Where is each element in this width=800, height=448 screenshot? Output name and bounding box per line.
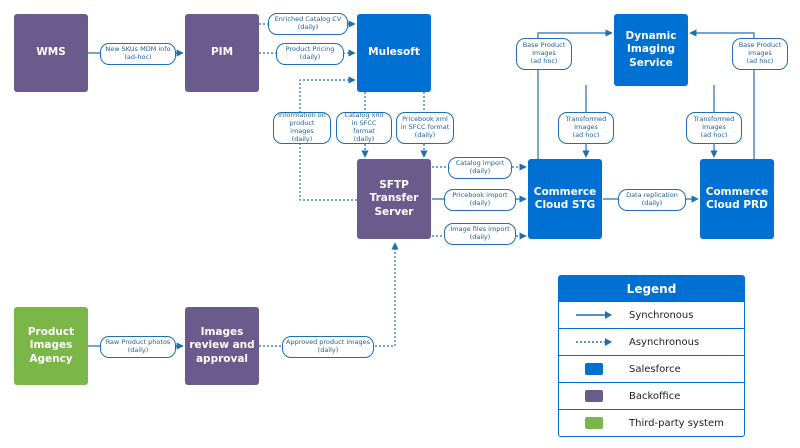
wms-node: WMS: [14, 14, 88, 92]
legend-label: Synchronous: [629, 309, 694, 321]
commerce-cloud-stg-node: Commerce Cloud STG: [528, 159, 602, 239]
label-approved-images: Approved product images (daily): [282, 336, 374, 358]
legend-item-synchronous: Synchronous: [559, 301, 744, 328]
label-pricebook-import: Pricebook import (daily): [444, 189, 516, 211]
images-review-node: Images review and approval: [185, 307, 259, 385]
mulesoft-node: Mulesoft: [357, 14, 431, 92]
legend-label: Third-party system: [629, 417, 724, 429]
label-info-product-images: Information on product images (daily): [273, 112, 331, 144]
label-image-files-import: Image files import (daily): [444, 223, 516, 245]
commerce-cloud-prd-node: Commerce Cloud PRD: [700, 159, 774, 239]
legend-item-salesforce: Salesforce: [559, 355, 744, 382]
label-raw-photos: Raw Product photos (daily): [100, 336, 176, 358]
legend-title: Legend: [559, 276, 744, 301]
pim-node: PIM: [185, 14, 259, 92]
legend-item-third-party: Third-party system: [559, 409, 744, 436]
dynamic-imaging-service-node: Dynamic Imaging Service: [614, 14, 688, 86]
product-images-agency-node: Product Images Agency: [14, 307, 88, 385]
legend-label: Salesforce: [629, 363, 681, 375]
label-wms-pim: New SKUs MDM info (ad-hoc): [100, 43, 176, 65]
edge-base-prd: [689, 29, 755, 160]
label-transformed-stg: Transformed Images (ad hoc): [558, 112, 614, 144]
label-base-images-prd: Base Product Images (ad hoc): [732, 38, 788, 70]
legend-label: Asynchronous: [629, 336, 700, 348]
legend: Legend Synchronous Asynchronous Salesfor…: [558, 275, 745, 437]
label-transformed-prd: Transformed Images (ad hoc): [686, 112, 742, 144]
edge-approved: [259, 242, 399, 347]
async-arrow-icon: [559, 329, 629, 355]
legend-label: Backoffice: [629, 390, 681, 402]
label-data-replication: Data replication (daily): [618, 189, 686, 211]
label-catalog-xml: Catalog xml in SFCC format (daily): [336, 112, 392, 144]
sftp-transfer-server-node: SFTP Transfer Server: [357, 159, 431, 239]
salesforce-swatch: [585, 363, 603, 375]
label-pricebook-xml: Pricebook xml in SFCC format (daily): [396, 112, 454, 144]
label-catalog-import: Catalog import (daily): [448, 157, 512, 179]
edge-base-stg: [537, 29, 613, 160]
sync-arrow-icon: [559, 302, 629, 328]
label-product-pricing: Product Pricing (daily): [276, 43, 344, 65]
label-enriched-catalog: Enriched Catalog CV (daily): [268, 13, 348, 35]
legend-item-backoffice: Backoffice: [559, 382, 744, 409]
legend-item-asynchronous: Asynchronous: [559, 328, 744, 355]
third-party-swatch: [585, 417, 603, 429]
label-base-images-stg: Base Product Images (ad hoc): [516, 38, 572, 70]
backoffice-swatch: [585, 390, 603, 402]
